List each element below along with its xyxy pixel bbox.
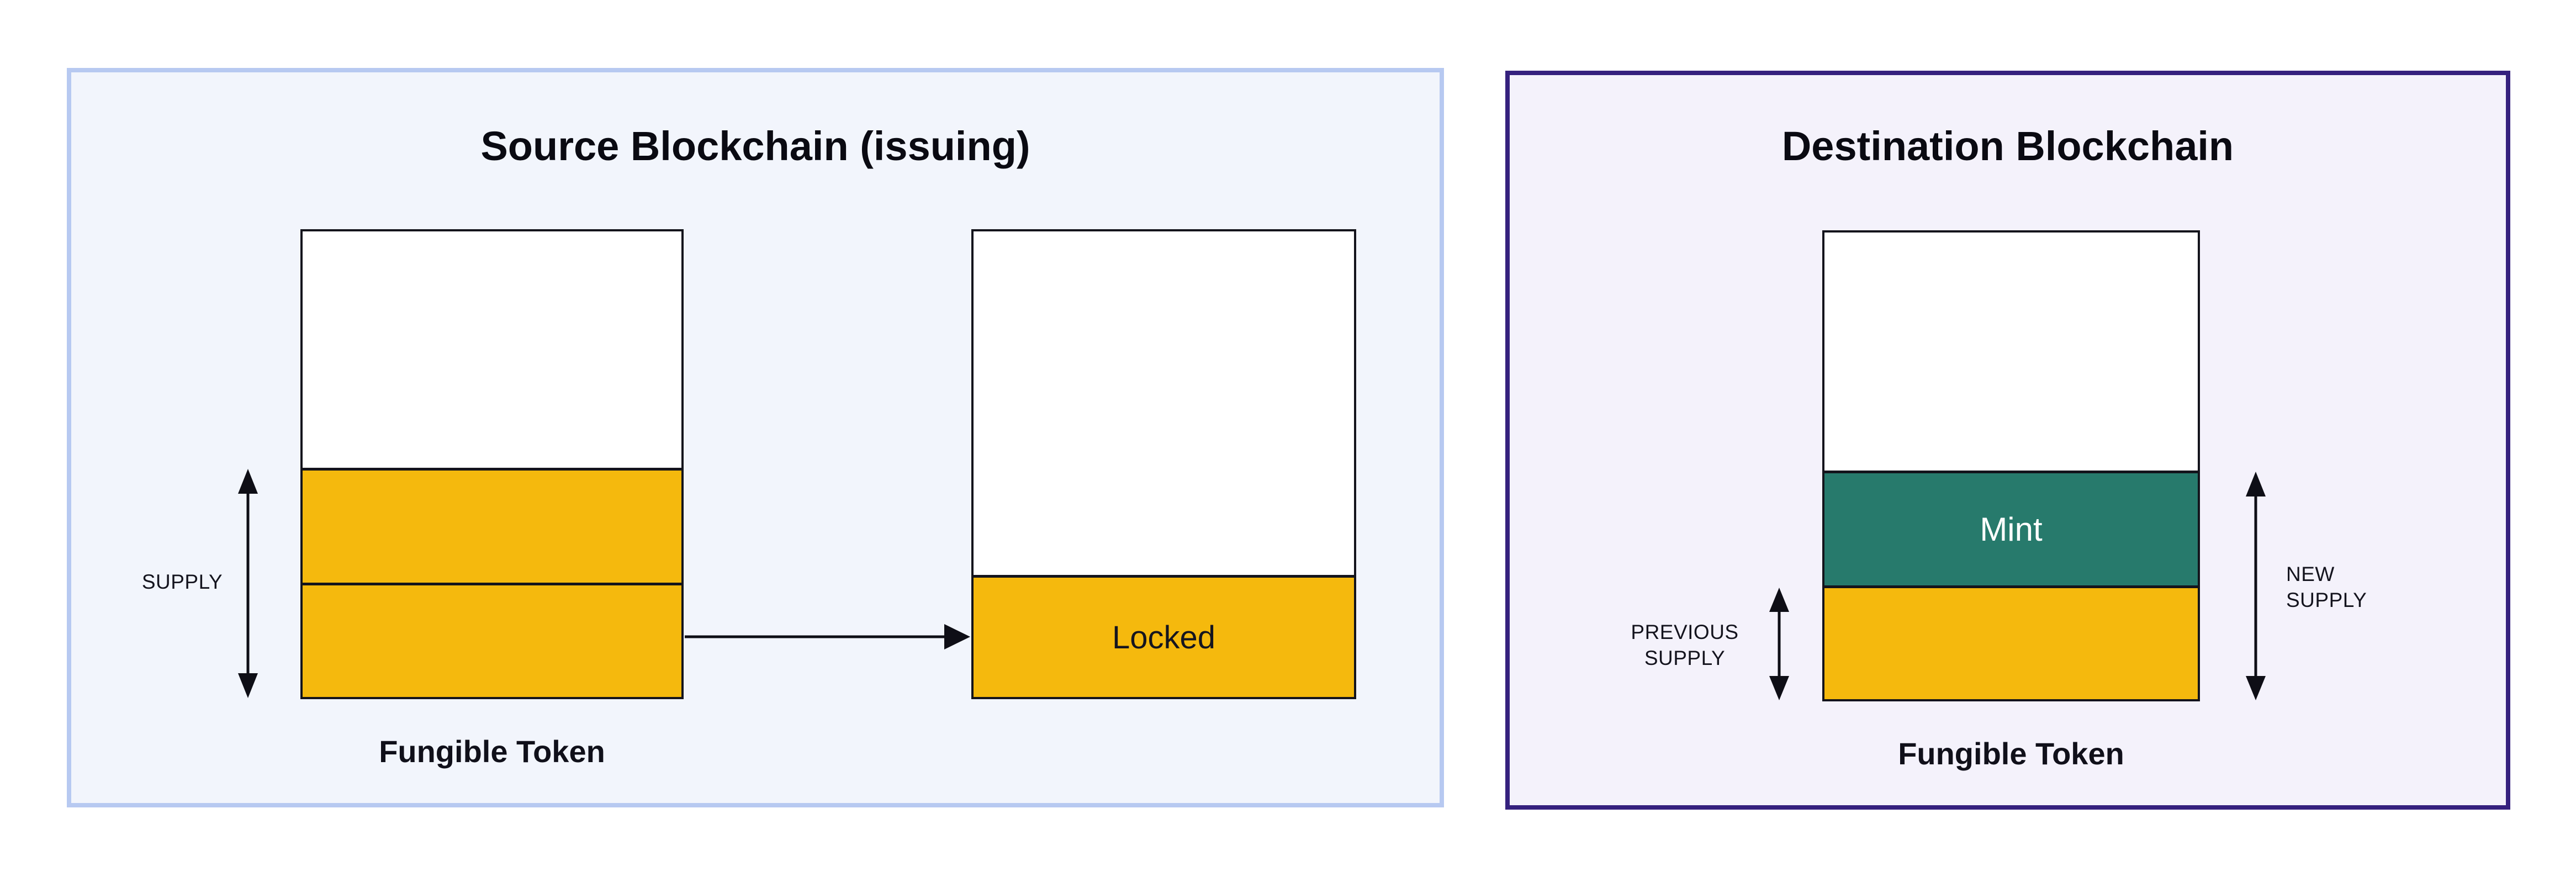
pool-locked-section: Locked bbox=[974, 578, 1354, 697]
new-supply-label: NEW SUPPLY bbox=[2286, 561, 2496, 613]
section-divider bbox=[303, 583, 681, 585]
destination-token-box-caption: Fungible Token bbox=[1898, 736, 2124, 771]
new-supply-line2: SUPPLY bbox=[2286, 589, 2367, 611]
destination-token-mint-section: Mint bbox=[1824, 473, 2198, 585]
destination-panel-title: Destination Blockchain bbox=[1781, 123, 2234, 169]
locked-label: Locked bbox=[1112, 619, 1216, 656]
pool-empty-section bbox=[974, 231, 1354, 575]
destination-token-unissued-section bbox=[1824, 233, 2198, 471]
source-token-box-caption: Fungible Token bbox=[379, 734, 605, 769]
destination-token-previous-supply-section bbox=[1824, 588, 2198, 699]
source-panel-title: Source Blockchain (issuing) bbox=[480, 123, 1030, 169]
section-divider bbox=[1824, 585, 2198, 588]
source-token-supply-upper-section bbox=[303, 471, 681, 583]
previous-supply-line1: PREVIOUS bbox=[1631, 621, 1739, 643]
source-token-unissued-section bbox=[303, 231, 681, 468]
pool-box: Locked bbox=[971, 229, 1356, 699]
source-fungible-token-box bbox=[300, 229, 684, 699]
previous-supply-label: PREVIOUS SUPPLY bbox=[1601, 619, 1768, 671]
source-token-supply-lower-section bbox=[303, 585, 681, 697]
mint-label: Mint bbox=[1980, 511, 2043, 548]
new-supply-line1: NEW bbox=[2286, 563, 2335, 585]
supply-label: SUPPLY bbox=[141, 570, 223, 593]
previous-supply-line2: SUPPLY bbox=[1644, 647, 1726, 669]
section-divider bbox=[1824, 471, 2198, 473]
section-divider bbox=[974, 575, 1354, 578]
destination-fungible-token-box: Mint bbox=[1822, 230, 2200, 701]
section-divider bbox=[303, 468, 681, 471]
